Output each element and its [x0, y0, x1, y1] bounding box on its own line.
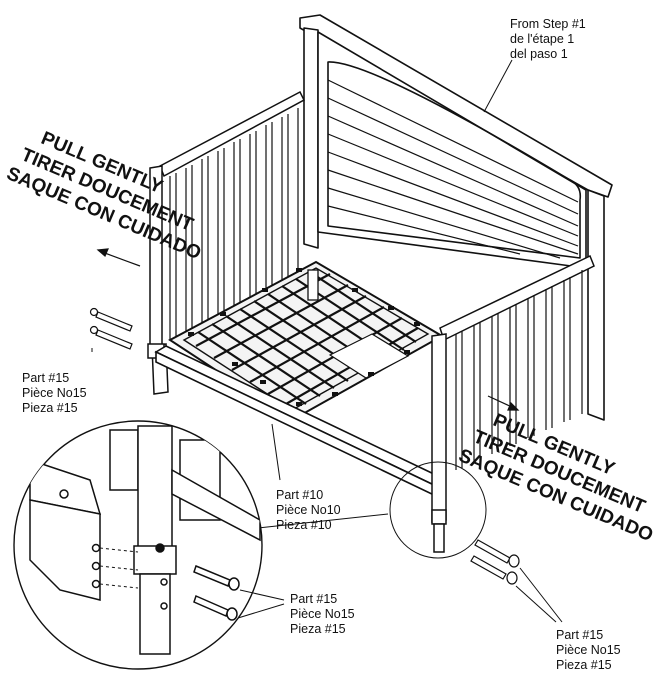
part15-detail-es: Pieza #15 — [290, 622, 346, 636]
part15-right-en: Part #15 — [556, 628, 604, 642]
part15-left-fr: Pièce No15 — [22, 386, 87, 400]
part15-right-es: Pieza #15 — [556, 658, 612, 672]
part15-left-es: Pieza #15 — [22, 401, 78, 415]
mattress-support — [168, 260, 445, 422]
right-bolts — [470, 539, 520, 585]
part15-left-label: Part #15 Pièce No15 Pieza #15 — [22, 371, 87, 416]
right-front-post — [431, 509, 447, 553]
from-step-fr: de l'étape 1 — [510, 32, 575, 46]
part15-right-label: Part #15 Pièce No15 Pieza #15 — [556, 628, 621, 673]
part10-fr: Pièce No10 — [276, 503, 341, 517]
from-step-label: From Step #1 de l'étape 1 del paso 1 — [510, 17, 586, 62]
right-rail-spindles — [455, 270, 583, 470]
from-step-es: del paso 1 — [510, 47, 568, 61]
part15-detail-fr: Pièce No15 — [290, 607, 355, 621]
part15-right-fr: Pièce No15 — [556, 643, 621, 657]
left-rail-spindles — [169, 108, 299, 340]
right-side-rail — [431, 254, 595, 523]
right-arrow-icon — [487, 395, 520, 411]
from-step-en: From Step #1 — [510, 17, 586, 31]
left-arrow-icon — [96, 248, 141, 267]
headboard-slats — [327, 79, 579, 259]
part10-en: Part #10 — [276, 488, 324, 502]
detail-zoom — [13, 420, 285, 670]
part15-left-en: Part #15 — [22, 371, 70, 385]
part10-label: Part #10 Pièce No10 Pieza #10 — [276, 488, 341, 533]
left-bolts — [89, 307, 133, 350]
callout-lines — [91, 59, 513, 529]
support-clips — [188, 268, 420, 406]
part15-detail-label: Part #15 Pièce No15 Pieza #15 — [290, 592, 355, 637]
right-bolt-callouts — [515, 567, 563, 623]
headboard — [299, 14, 613, 421]
part10-es: Pieza #10 — [276, 518, 332, 532]
detail-source-circle — [389, 461, 487, 559]
part15-detail-en: Part #15 — [290, 592, 338, 606]
